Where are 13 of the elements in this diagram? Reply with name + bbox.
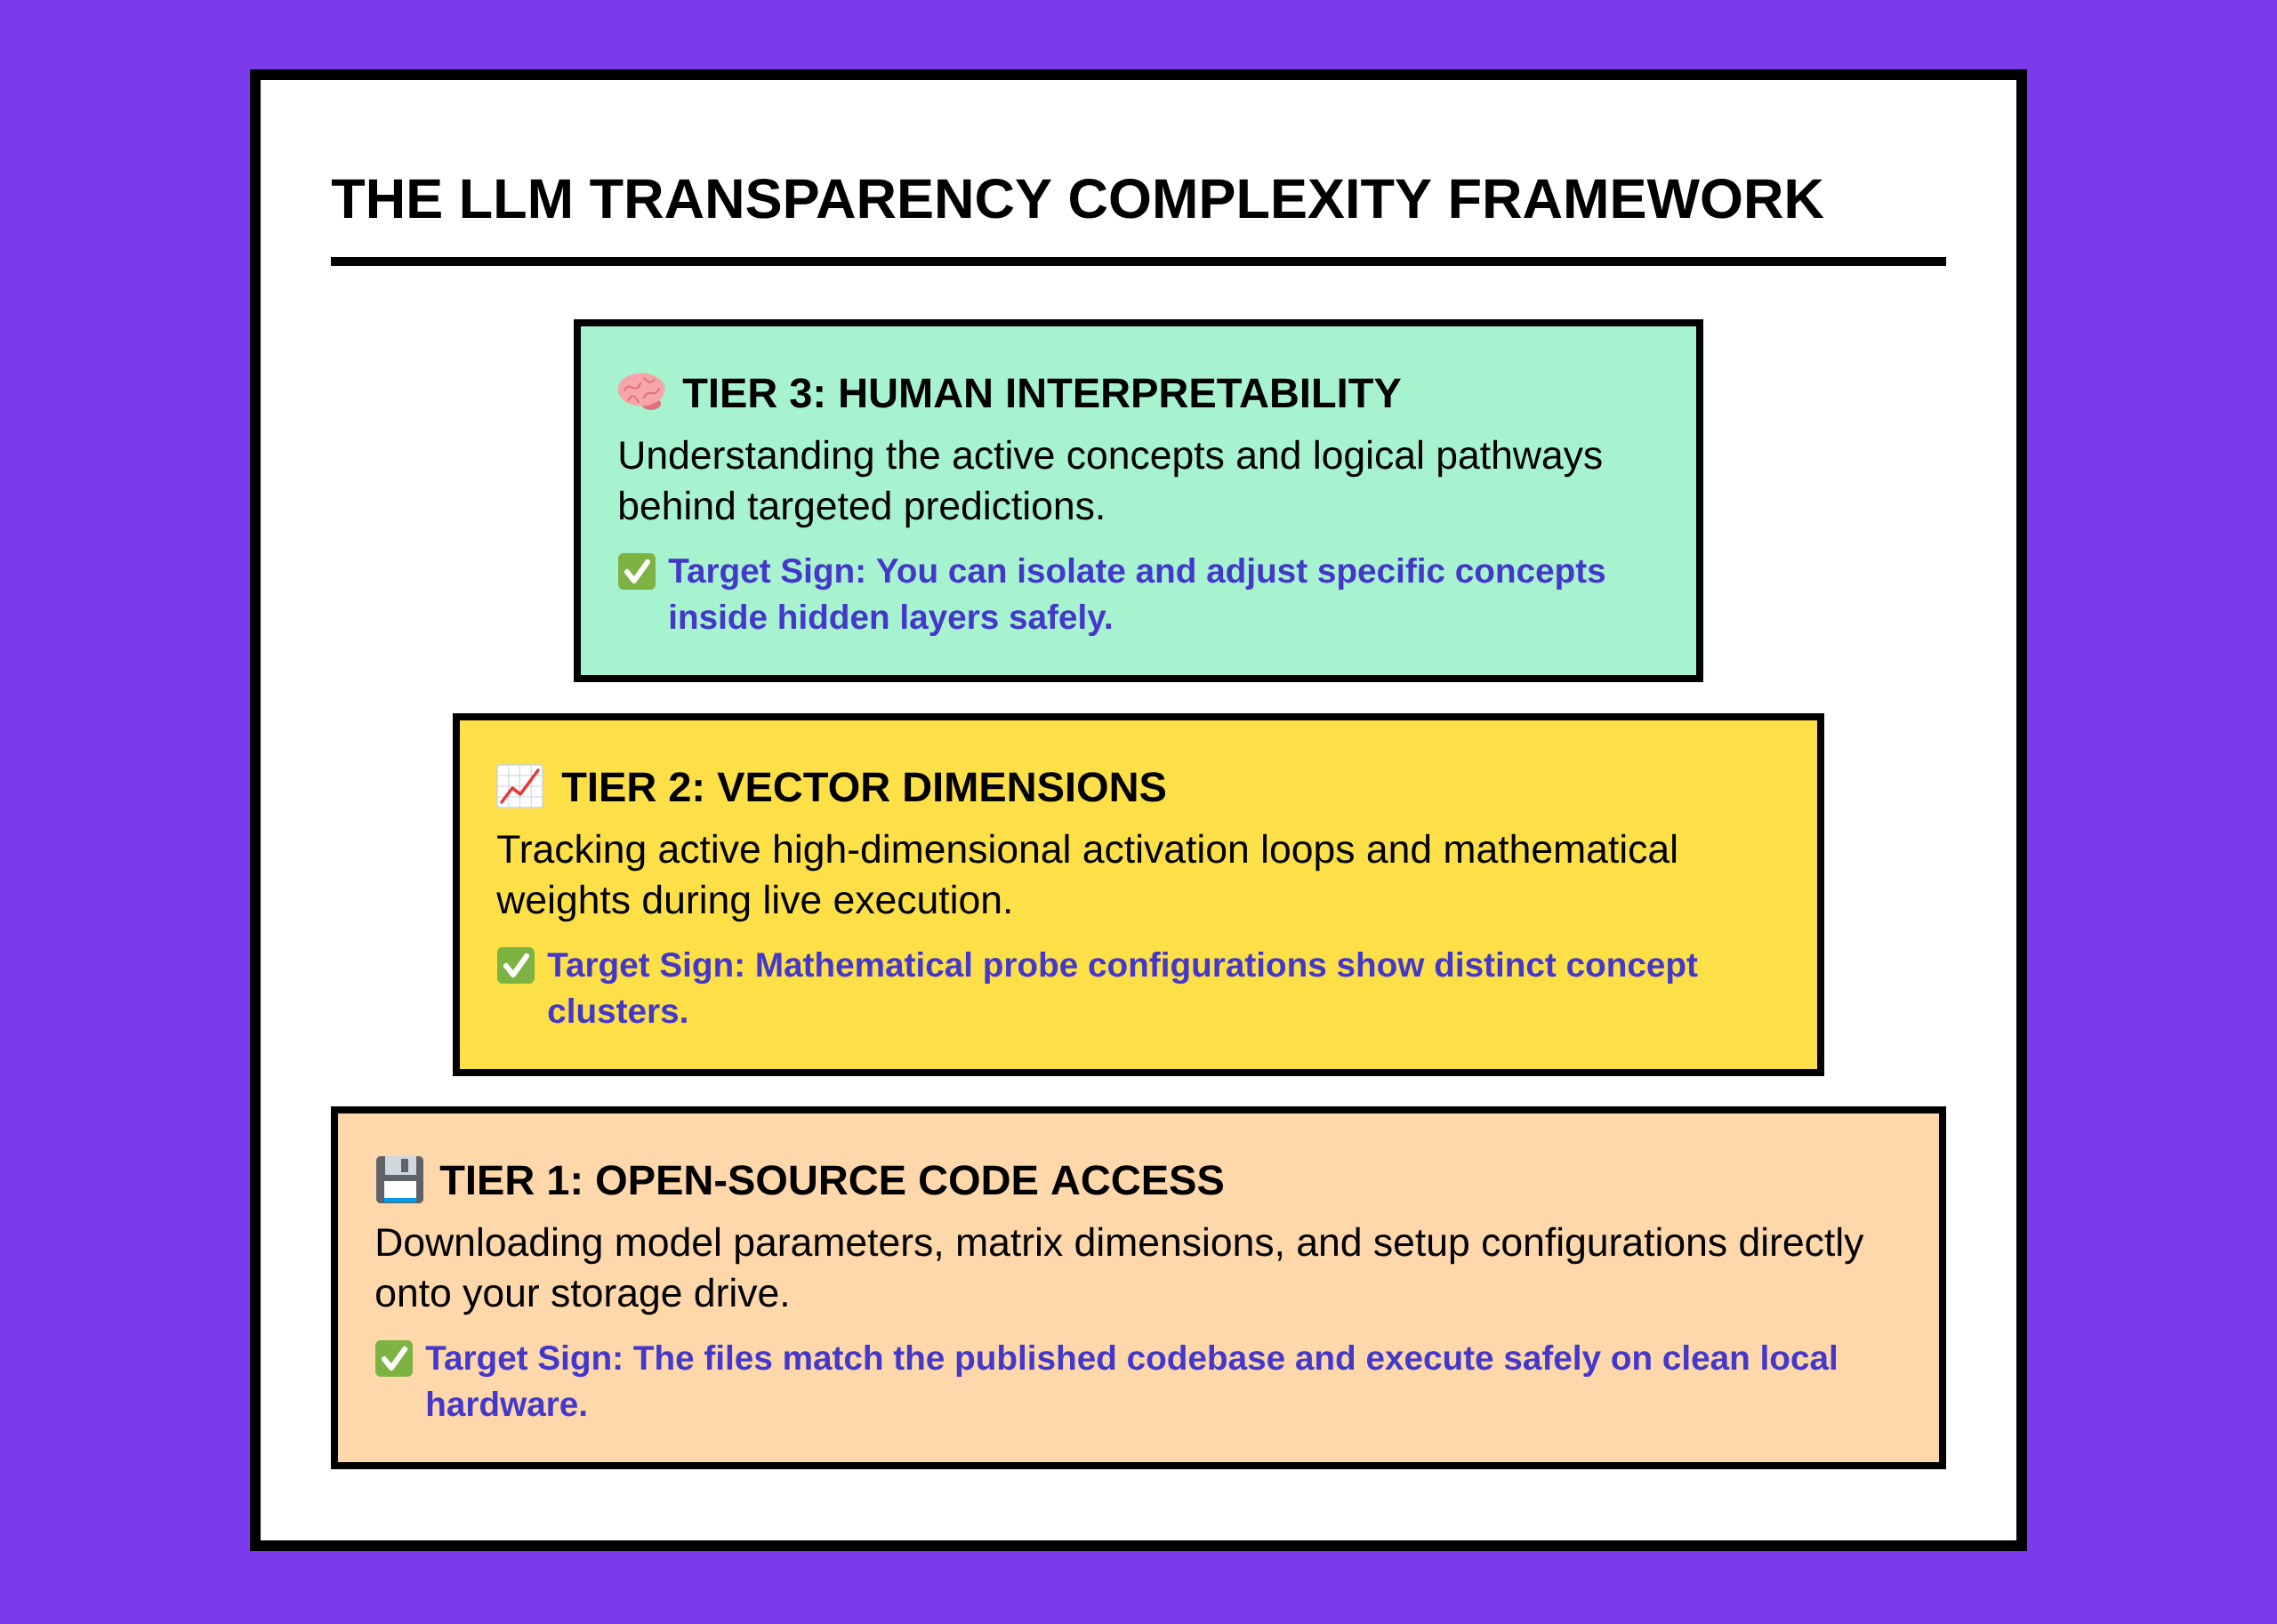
tier-box [453, 713, 1824, 1076]
tier-box [574, 319, 1703, 682]
description: Tracking active high-dimensional activation loops and mathematical weights during live execution. [496, 833, 1677, 922]
description: Downloading model parameters, matrix dimensions, and setup configurations directly onto your storage drive. [376, 1226, 1864, 1315]
target-sign: Target Sign: You can isolate and adjust specific concepts inside hidden layers safely. [668, 557, 1605, 637]
tier-box [331, 1106, 1946, 1469]
tier-heading: TIER 2: VECTOR DIMENSIONS [561, 772, 1166, 802]
description: Understanding the active concepts and logical pathways behind targeted predictions. [620, 439, 1602, 528]
target-sign: Target Sign: Mathematical probe configurations show distinct concept clusters. [547, 951, 1698, 1024]
title: THE LLM TRANSPARENCY COMPLEXITY FRAMEWORK [331, 179, 1824, 219]
tier-heading: TIER 1: OPEN-SOURCE CODE ACCESS [439, 1165, 1223, 1195]
tier-heading: TIER 3: HUMAN INTERPRETABILITY [682, 378, 1402, 408]
target-sign: Target Sign: The files match the published codebase and execute safely on clean local hardware. [425, 1344, 1836, 1417]
